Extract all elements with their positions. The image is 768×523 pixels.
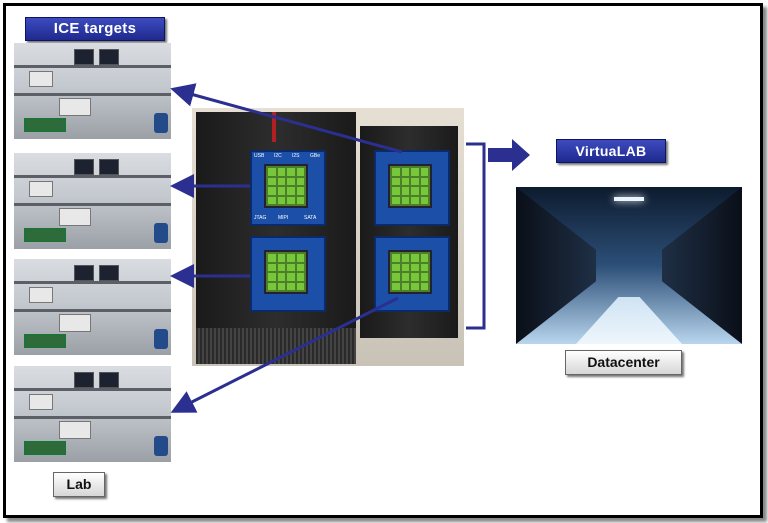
- ice-targets-label: ICE targets: [25, 17, 165, 41]
- lab-photo-1: [14, 43, 171, 139]
- arrow-to-lab-4: [170, 296, 399, 413]
- arrow-to-virtualab: [488, 139, 530, 171]
- ceiling-light: [614, 197, 644, 201]
- rack-bracket: [466, 142, 486, 330]
- datacenter-photo: [516, 187, 742, 344]
- port-label: GBe: [310, 153, 321, 159]
- lab-label: Lab: [53, 472, 105, 497]
- port-label: USB: [254, 153, 265, 159]
- port-label: I2C: [274, 153, 282, 159]
- rack-red-stripe: [272, 112, 276, 142]
- lab-photo-3: [14, 259, 171, 355]
- emulator-racks-photo: USB I2C I2S GBe JTAG MIPI SATA: [192, 108, 464, 366]
- fpga-board-4: [374, 236, 450, 312]
- fpga-board-3: [374, 150, 450, 226]
- lab-photo-4: [14, 366, 171, 462]
- fpga-board-2: [250, 236, 326, 312]
- port-label: JTAG: [254, 215, 267, 221]
- fpga-board-1: USB I2C I2S GBe JTAG MIPI SATA: [250, 150, 326, 226]
- virtualab-label: VirtuaLAB: [556, 139, 666, 163]
- datacenter-label: Datacenter: [565, 350, 682, 375]
- port-label: SATA: [304, 215, 317, 221]
- arrow-to-lab-1: [170, 83, 403, 154]
- lab-photo-2: [14, 153, 171, 249]
- port-label: MIPI: [278, 215, 289, 221]
- port-label: I2S: [292, 153, 300, 159]
